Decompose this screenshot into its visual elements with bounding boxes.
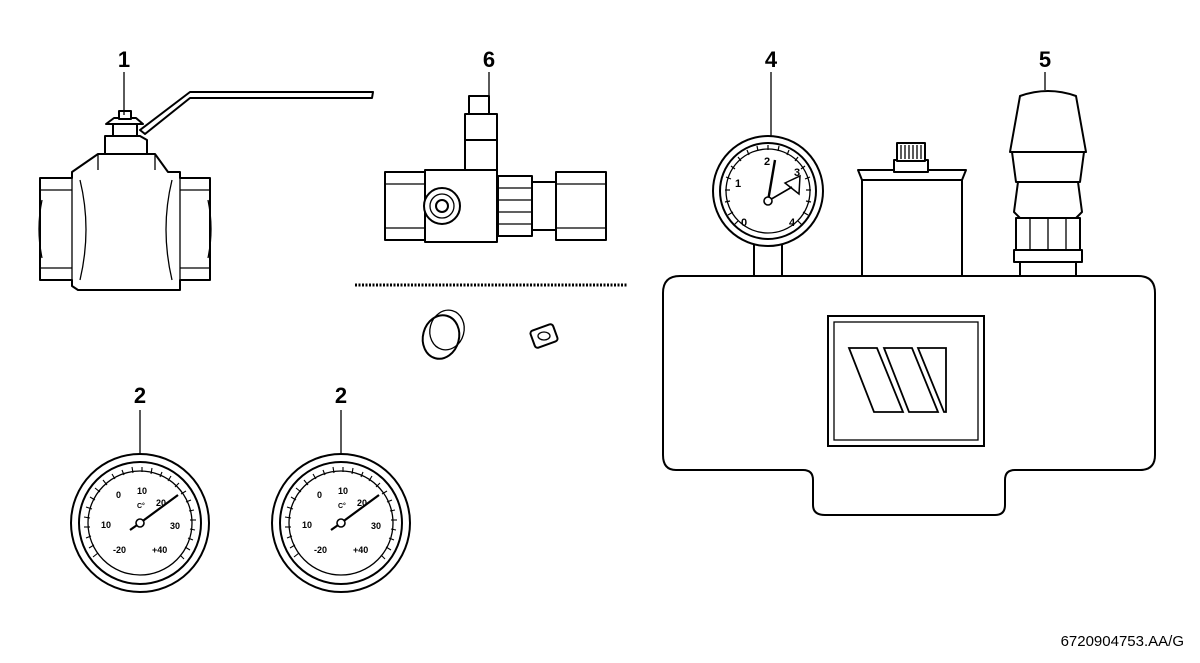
svg-text:+40: +40 <box>152 545 167 555</box>
svg-text:1: 1 <box>735 178 741 190</box>
thermometer-right: 0 10 20 10 30 -20 +40 C° <box>270 452 412 594</box>
brand-logo <box>847 347 947 413</box>
svg-text:0: 0 <box>317 490 322 500</box>
svg-text:0: 0 <box>116 490 121 500</box>
safety-valve <box>1009 90 1087 277</box>
svg-text:10: 10 <box>137 486 147 496</box>
document-id: 6720904753.AA/G <box>1061 633 1184 650</box>
safety-group-housing <box>662 275 1156 516</box>
callout-5: 5 <box>1039 47 1051 72</box>
svg-text:20: 20 <box>357 498 367 508</box>
svg-text:-20: -20 <box>314 545 327 555</box>
tee-valve <box>384 95 607 243</box>
callout-2-left: 2 <box>134 383 146 408</box>
air-vent <box>857 142 967 277</box>
svg-text:10: 10 <box>302 520 312 530</box>
svg-text:C°: C° <box>338 502 346 510</box>
small-nut <box>529 323 559 349</box>
svg-text:4: 4 <box>789 217 796 229</box>
svg-text:0: 0 <box>741 217 747 229</box>
end-cap <box>421 309 465 360</box>
svg-text:20: 20 <box>156 498 166 508</box>
callout-4: 4 <box>765 47 778 72</box>
svg-text:-20: -20 <box>113 545 126 555</box>
callout-2-right: 2 <box>335 383 347 408</box>
svg-text:10: 10 <box>338 486 348 496</box>
svg-text:C°: C° <box>137 502 145 510</box>
svg-text:30: 30 <box>170 521 180 531</box>
svg-text:30: 30 <box>371 521 381 531</box>
svg-text:10: 10 <box>101 520 111 530</box>
callout-6: 6 <box>483 47 495 72</box>
pressure-gauge: 0 1 2 3 4 <box>712 135 824 277</box>
svg-text:+40: +40 <box>353 545 368 555</box>
svg-text:2: 2 <box>764 156 770 168</box>
thermometer-left: 0 10 20 10 30 -20 +40 C° <box>69 452 211 594</box>
ball-valve <box>38 91 374 291</box>
svg-text:3: 3 <box>794 167 800 179</box>
callout-1: 1 <box>118 47 130 72</box>
